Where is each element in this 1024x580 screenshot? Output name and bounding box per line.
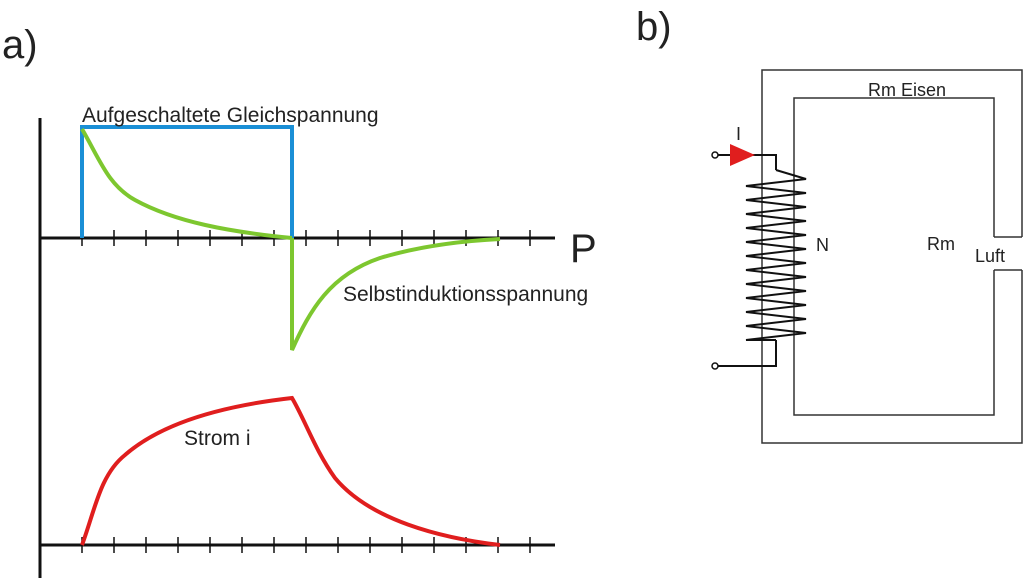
current-curve: [80, 395, 501, 547]
self-induction-voltage-rise-curve: [80, 127, 293, 240]
lower-terminal: [711, 362, 719, 370]
core-iron-label: Rm Eisen: [868, 80, 946, 100]
coil-turns-label: N: [816, 235, 829, 255]
self-induction-voltage-fall-curve: [290, 237, 501, 351]
coil-winding: [745, 169, 807, 341]
gap-air-label: Luft: [975, 246, 1005, 266]
upper-axis-ticks: [81, 230, 531, 246]
lower-lead-wire: [718, 340, 777, 367]
applied-dc-voltage-label: Aufgeschaltete Gleichspannung: [82, 104, 379, 127]
panel-b-label: b): [636, 5, 672, 49]
current-label: Strom i: [184, 427, 251, 450]
core-outer-outline: [761, 69, 1023, 444]
panel-a-label: a): [2, 23, 38, 67]
upper-terminal: [711, 151, 719, 159]
applied-dc-voltage-curve: [80, 125, 294, 238]
gap-rm-label: Rm: [927, 234, 955, 254]
current-arrow-icon: [730, 144, 755, 166]
panel-b: b) Rm Eisen Rm Luft I N: [636, 5, 1023, 444]
panel-a: a) P Aufgeschaltete Gleichspannung Selbs…: [2, 23, 597, 578]
self-induction-voltage-label: Selbstinduktionsspannung: [343, 283, 588, 306]
axis-label-p: P: [570, 227, 597, 271]
current-label-i: I: [736, 124, 741, 144]
core-inner-outline: [793, 97, 995, 416]
